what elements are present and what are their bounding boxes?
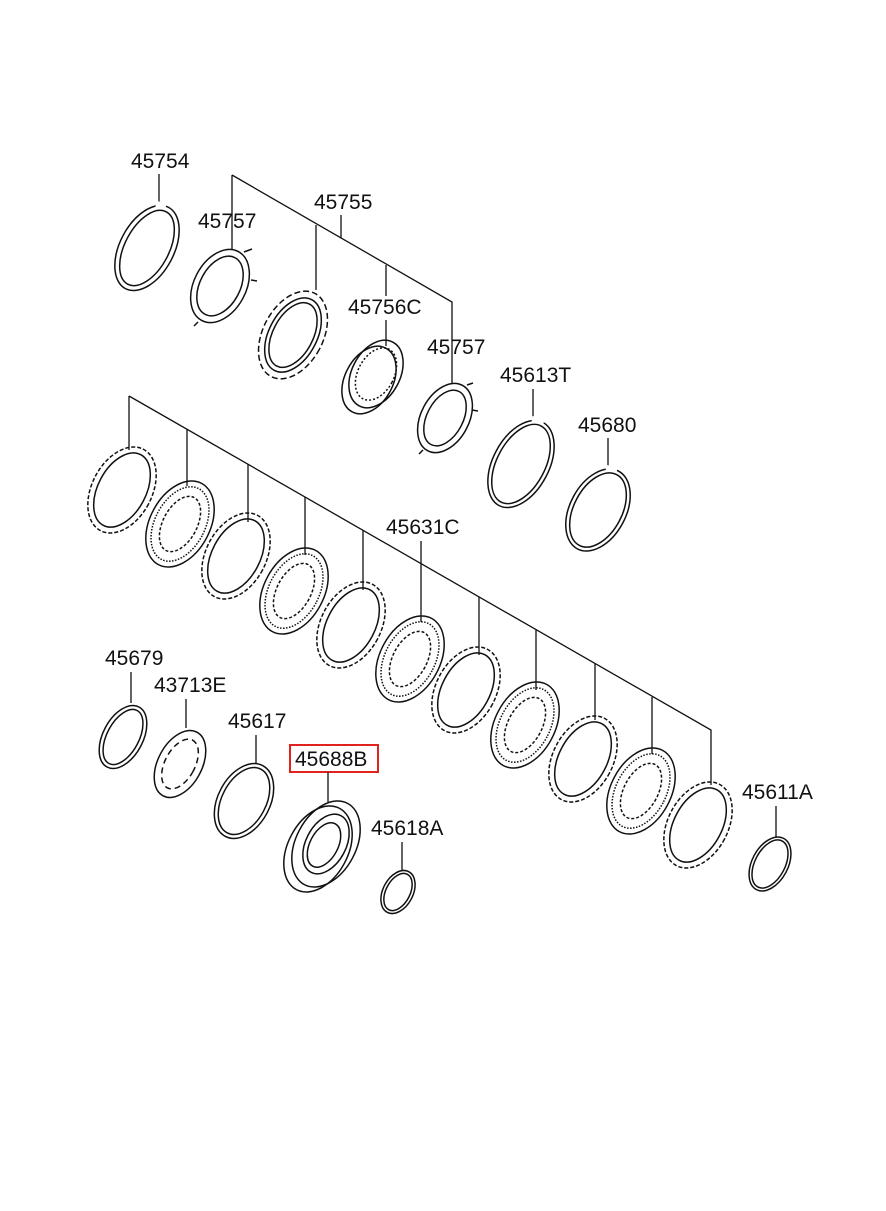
friction-disc-45631c[interactable] (362, 604, 458, 713)
clutch-pack (74, 435, 746, 879)
friction-disc[interactable] (132, 469, 228, 578)
steel-plate[interactable] (303, 570, 399, 679)
label-45613t[interactable]: 45613T (500, 364, 571, 387)
steel-plate[interactable] (535, 704, 631, 813)
one-way-clutch-outer-45755[interactable] (244, 279, 341, 390)
seal-ring-45618a[interactable] (374, 865, 422, 920)
thrust-washer-45757-lower[interactable] (406, 374, 483, 462)
label-45617[interactable]: 45617 (228, 710, 286, 733)
label-45755[interactable]: 45755 (314, 191, 372, 214)
seal-ring-45617[interactable] (202, 753, 285, 848)
steel-plate[interactable] (188, 501, 284, 610)
snap-ring-45680[interactable] (553, 458, 644, 562)
friction-disc[interactable] (246, 536, 342, 645)
label-45611a[interactable]: 45611A (742, 781, 813, 804)
piston-45688b[interactable] (270, 789, 374, 903)
label-45756c[interactable]: 45756C (348, 296, 422, 319)
label-45754[interactable]: 45754 (131, 150, 190, 173)
snap-ring-45613t[interactable] (474, 409, 568, 518)
steel-plate[interactable] (650, 770, 746, 879)
label-45631c[interactable]: 45631C (386, 516, 460, 539)
label-45618a[interactable]: 45618A (371, 817, 443, 840)
one-way-clutch-45756c[interactable] (331, 331, 414, 423)
seal-ring-45679[interactable] (89, 698, 156, 777)
label-45688b[interactable]: 45688B (295, 748, 367, 771)
steel-plate[interactable] (74, 435, 170, 544)
spring-retainer-43713e[interactable] (144, 722, 217, 806)
friction-disc[interactable] (593, 736, 689, 845)
highlight-box-45688b (289, 744, 379, 773)
label-45679[interactable]: 45679 (105, 647, 163, 670)
label-45680[interactable]: 45680 (578, 414, 636, 437)
steel-plate[interactable] (418, 635, 514, 744)
label-45757-upper[interactable]: 45757 (198, 210, 256, 233)
snap-ring-45611a[interactable] (740, 830, 799, 898)
snap-ring-45754[interactable] (102, 195, 193, 302)
label-45757-lower[interactable]: 45757 (427, 336, 485, 359)
leader-lines (128, 174, 777, 870)
label-43713e[interactable]: 43713E (154, 674, 226, 697)
thrust-washer-45757-upper[interactable] (179, 239, 262, 332)
friction-disc[interactable] (477, 670, 573, 779)
